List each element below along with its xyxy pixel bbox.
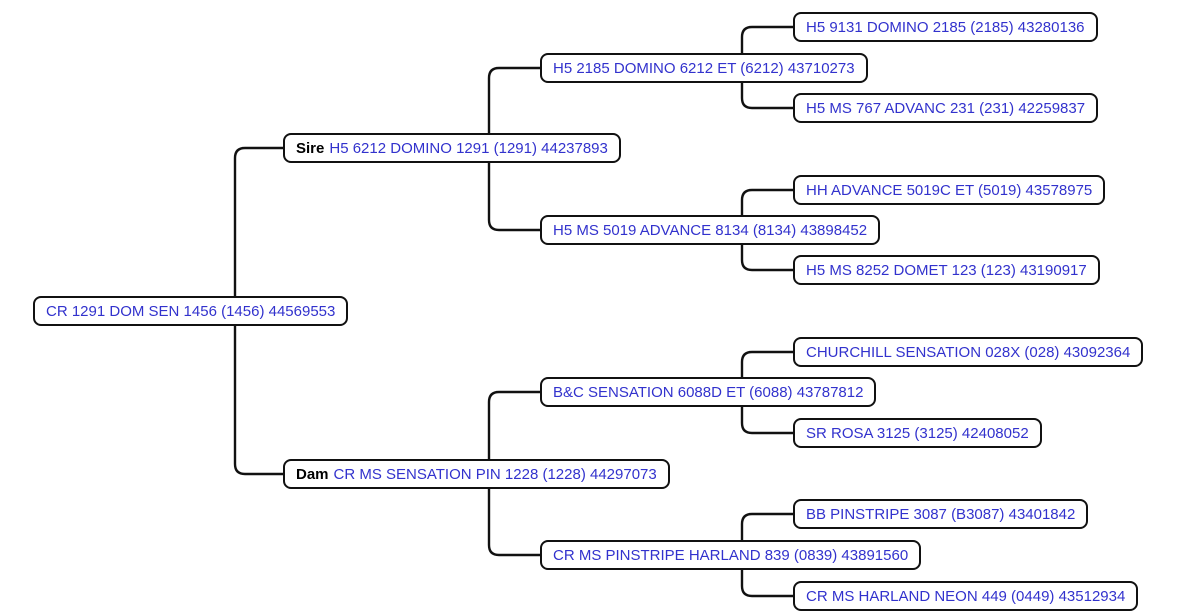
animal-name-link[interactable]: H5 MS 5019 ADVANCE 8134 (8134) 43898452 [553, 221, 868, 239]
pedigree-node-sire-sire[interactable]: H5 2185 DOMINO 6212 ET (6212) 43710273 [540, 53, 868, 83]
animal-name-link[interactable]: H5 6212 DOMINO 1291 (1291) 44237893 [329, 139, 608, 157]
connector-damdam-down [740, 570, 793, 598]
connector-damdam-up [740, 512, 793, 540]
pedigree-node-sire-dam[interactable]: H5 MS 5019 ADVANCE 8134 (8134) 43898452 [540, 215, 881, 245]
connector-sire-siresire [487, 66, 540, 133]
pedigree-node-sire-sire-dam[interactable]: H5 MS 767 ADVANC 231 (231) 42259837 [793, 93, 1099, 123]
animal-name-link[interactable]: CR 1291 DOM SEN 1456 (1456) 44569553 [46, 302, 336, 320]
animal-name-link[interactable]: H5 MS 8252 DOMET 123 (123) 43190917 [806, 261, 1087, 279]
relation-label-dam: Dam [296, 465, 329, 483]
connector-damsire-down [740, 407, 793, 435]
pedigree-node-dam[interactable]: Dam CR MS SENSATION PIN 1228 (1228) 4429… [283, 459, 670, 489]
pedigree-node-dam-dam-sire[interactable]: BB PINSTRIPE 3087 (B3087) 43401842 [793, 499, 1089, 529]
pedigree-node-subject[interactable]: CR 1291 DOM SEN 1456 (1456) 44569553 [33, 296, 349, 326]
pedigree-node-dam-sire-sire[interactable]: CHURCHILL SENSATION 028X (028) 43092364 [793, 337, 1144, 367]
animal-name-link[interactable]: CR MS SENSATION PIN 1228 (1228) 44297073 [333, 465, 657, 483]
connector-root-sire [233, 146, 283, 296]
animal-name-link[interactable]: BB PINSTRIPE 3087 (B3087) 43401842 [806, 505, 1076, 523]
connector-sire-siredam [487, 163, 540, 232]
pedigree-node-dam-dam[interactable]: CR MS PINSTRIPE HARLAND 839 (0839) 43891… [540, 540, 922, 570]
pedigree-node-sire-dam-sire[interactable]: HH ADVANCE 5019C ET (5019) 43578975 [793, 175, 1106, 205]
animal-name-link[interactable]: CR MS HARLAND NEON 449 (0449) 43512934 [806, 587, 1126, 605]
relation-label-sire: Sire [296, 139, 325, 157]
connector-siresire-down [740, 83, 793, 110]
connector-dam-damdam [487, 489, 540, 557]
connector-damsire-up [740, 350, 793, 377]
animal-name-link[interactable]: CR MS PINSTRIPE HARLAND 839 (0839) 43891… [553, 546, 909, 564]
connector-dam-damsire [487, 390, 540, 459]
pedigree-node-sire-dam-dam[interactable]: H5 MS 8252 DOMET 123 (123) 43190917 [793, 255, 1100, 285]
connector-root-dam [233, 326, 283, 476]
connector-siredam-up [740, 188, 793, 215]
animal-name-link[interactable]: CHURCHILL SENSATION 028X (028) 43092364 [806, 343, 1131, 361]
animal-name-link[interactable]: B&C SENSATION 6088D ET (6088) 43787812 [553, 383, 864, 401]
pedigree-node-dam-sire-dam[interactable]: SR ROSA 3125 (3125) 42408052 [793, 418, 1042, 448]
pedigree-node-sire-sire-sire[interactable]: H5 9131 DOMINO 2185 (2185) 43280136 [793, 12, 1098, 42]
pedigree-node-sire[interactable]: Sire H5 6212 DOMINO 1291 (1291) 44237893 [283, 133, 621, 163]
animal-name-link[interactable]: H5 9131 DOMINO 2185 (2185) 43280136 [806, 18, 1085, 36]
animal-name-link[interactable]: H5 2185 DOMINO 6212 ET (6212) 43710273 [553, 59, 855, 77]
pedigree-node-dam-dam-dam[interactable]: CR MS HARLAND NEON 449 (0449) 43512934 [793, 581, 1139, 611]
connector-siredam-down [740, 245, 793, 272]
connector-siresire-up [740, 25, 793, 53]
animal-name-link[interactable]: H5 MS 767 ADVANC 231 (231) 42259837 [806, 99, 1086, 117]
pedigree-node-dam-sire[interactable]: B&C SENSATION 6088D ET (6088) 43787812 [540, 377, 877, 407]
animal-name-link[interactable]: SR ROSA 3125 (3125) 42408052 [806, 424, 1029, 442]
animal-name-link[interactable]: HH ADVANCE 5019C ET (5019) 43578975 [806, 181, 1093, 199]
